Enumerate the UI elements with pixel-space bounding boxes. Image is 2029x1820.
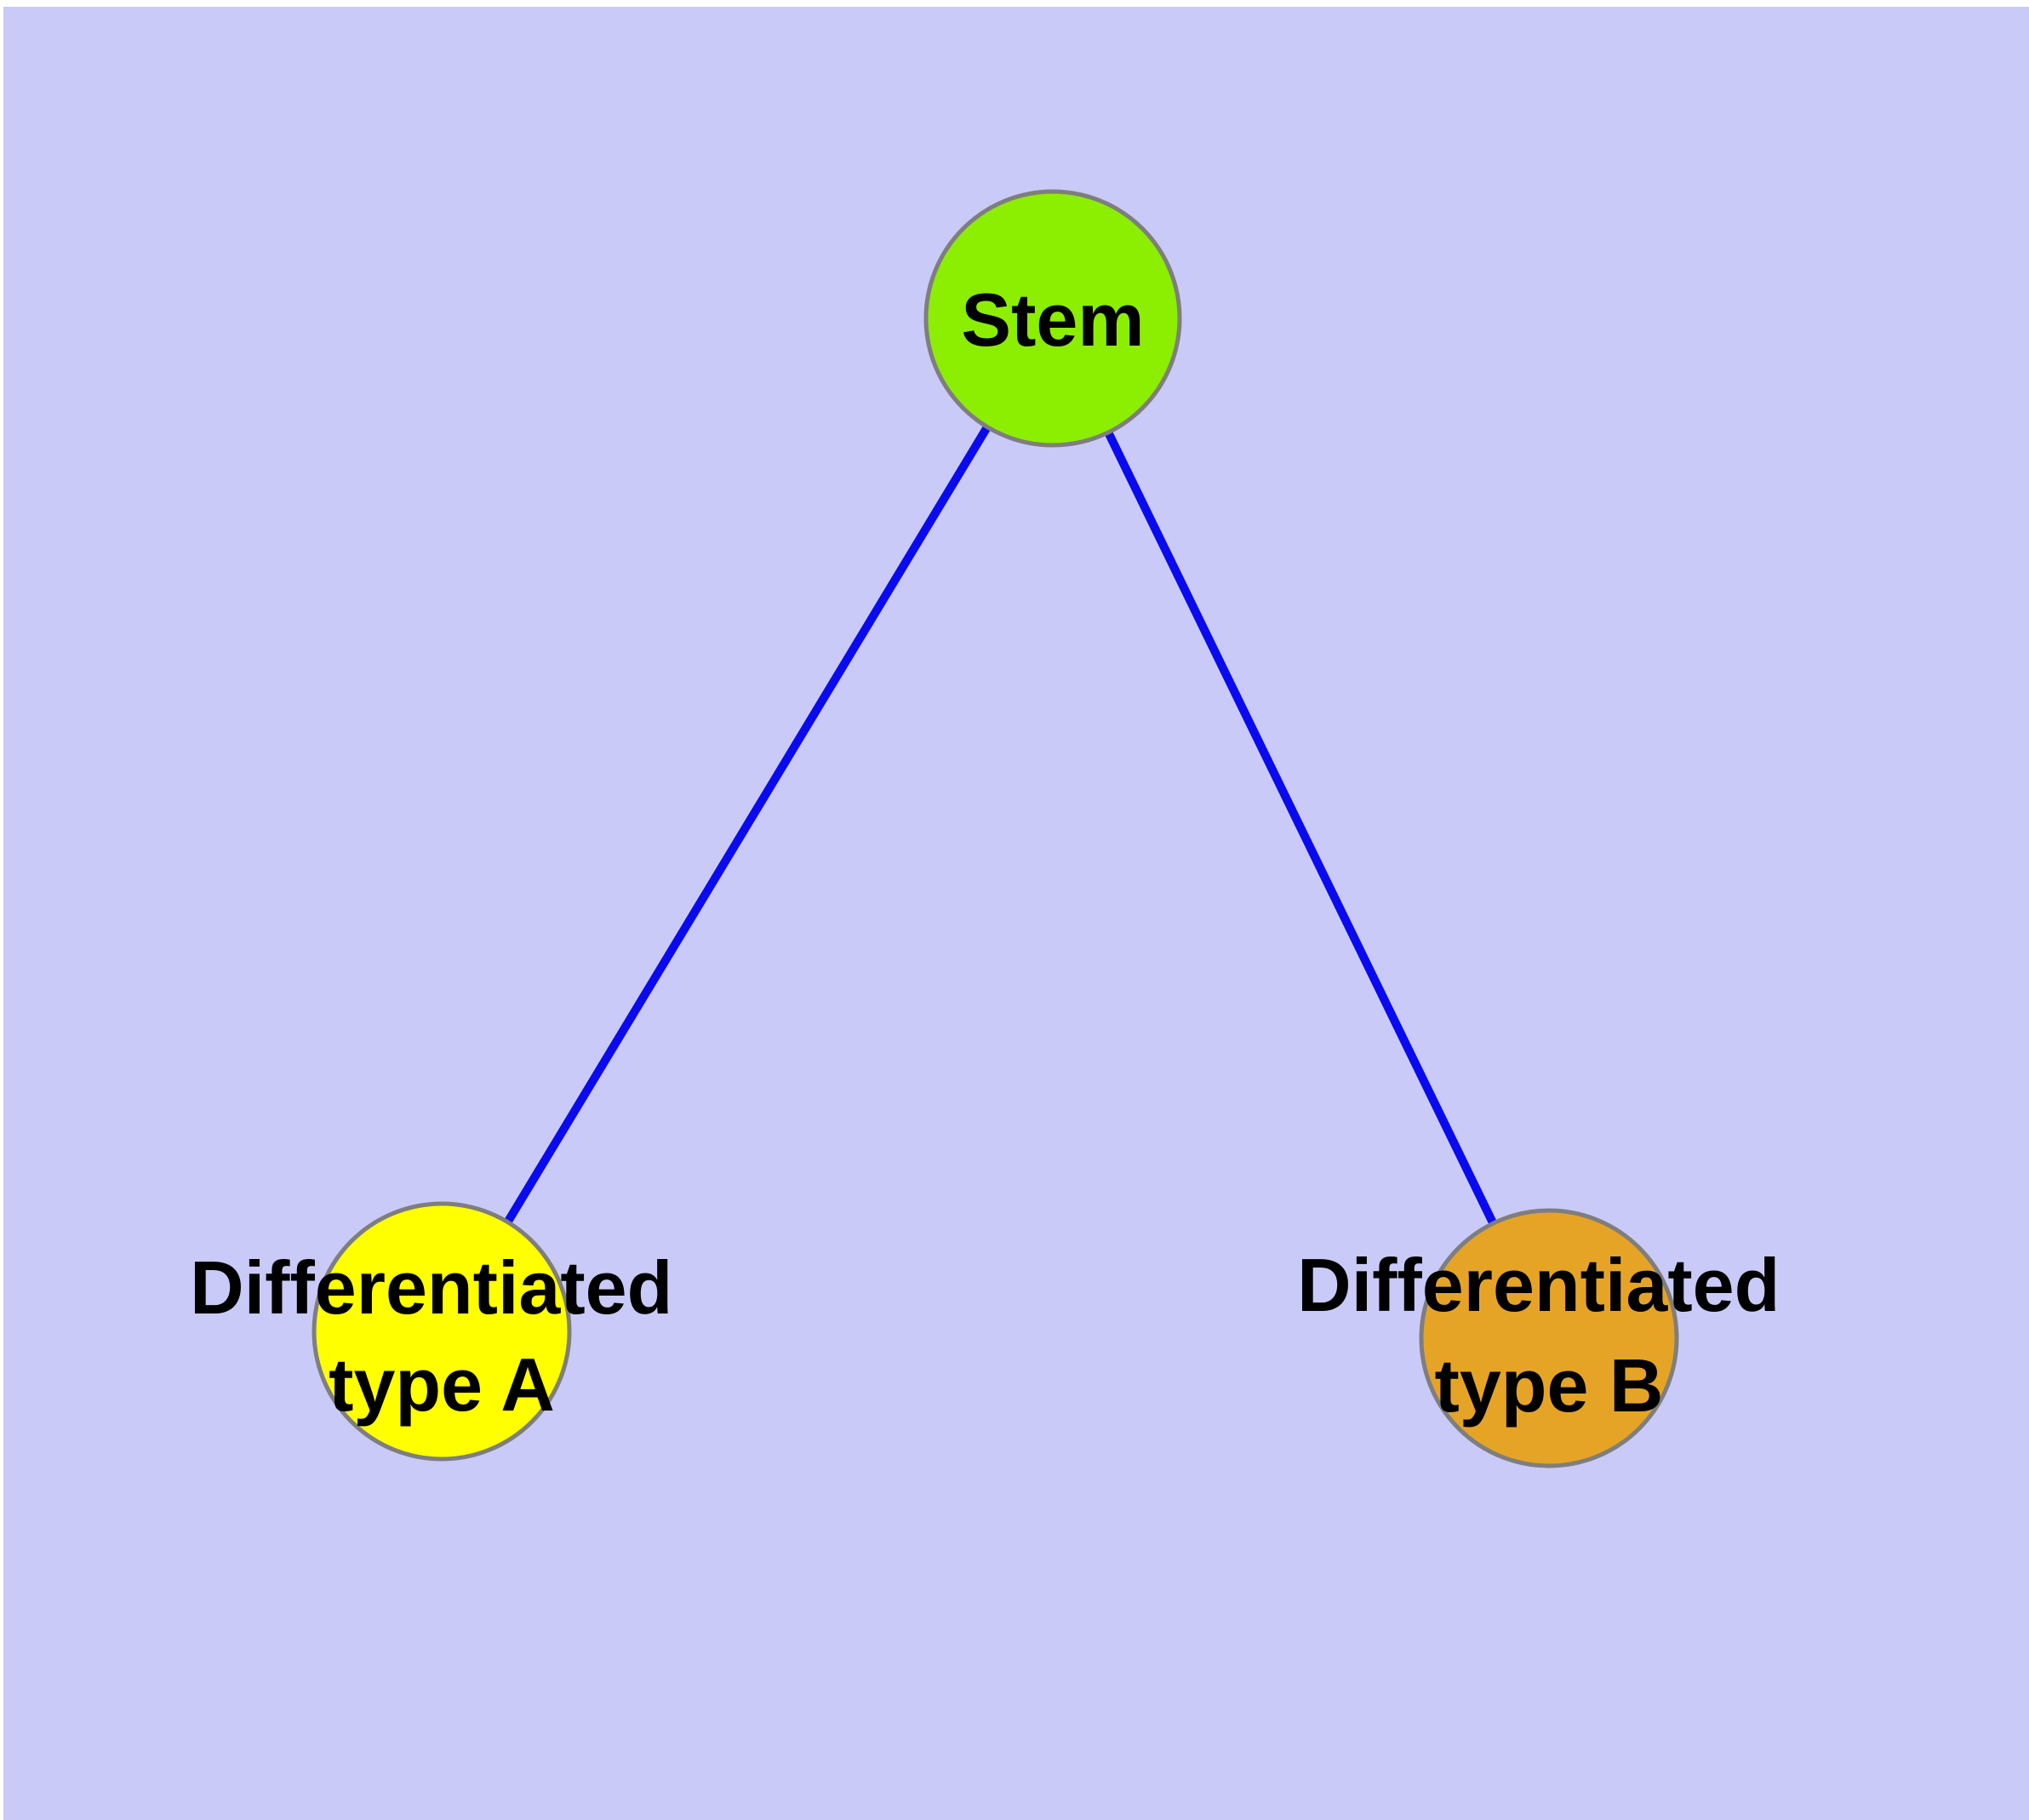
stem-node-circle — [923, 189, 1182, 448]
type-b-label-line-1: Differentiated — [1297, 1243, 1780, 1327]
type-a-label-line-1: Differentiated — [190, 1245, 672, 1330]
type-b-label-line-2: type B — [1435, 1343, 1664, 1428]
stem-node-label: Stem — [961, 278, 1144, 362]
edge-stem-to-type-a — [437, 316, 1057, 1334]
differentiated-type-b-node-label: Differentiated type B — [1297, 1243, 1801, 1428]
differentiated-type-a-node-label: Differentiated type A — [190, 1245, 694, 1427]
differentiated-type-b-node-circle — [1419, 1208, 1679, 1468]
differentiated-type-a-node-circle — [311, 1201, 572, 1462]
edge-stem-to-type-b — [1049, 316, 1553, 1341]
type-a-label-line-2: type A — [329, 1342, 555, 1427]
